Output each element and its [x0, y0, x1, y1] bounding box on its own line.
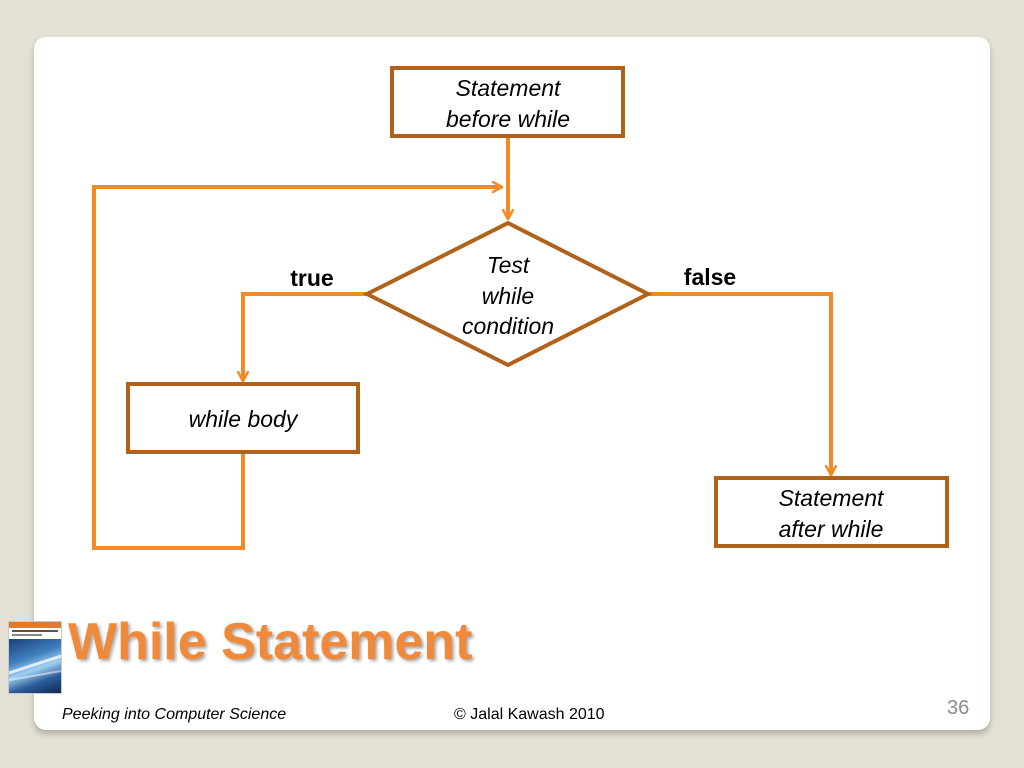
node-label-after-line1: Statement [779, 485, 885, 511]
node-label-test-line1: Test [487, 252, 531, 278]
edge-body-loop-back [92, 187, 502, 550]
slide-title: While Statement [68, 613, 473, 671]
footer-book-title: Peeking into Computer Science [62, 706, 287, 723]
node-label-before-line1: Statement [456, 75, 562, 101]
node-statement-after-while [714, 476, 949, 548]
edge-test-false-to-after [648, 292, 831, 475]
node-while-body [126, 382, 360, 454]
node-test-while-condition [362, 220, 653, 368]
node-label-test-line2: while [482, 283, 534, 309]
footer-copyright: © Jalal Kawash 2010 [454, 706, 605, 723]
node-label-after-line2: after while [779, 516, 884, 542]
node-statement-before-while [390, 66, 625, 138]
node-label-test-line3: condition [462, 313, 554, 339]
edge-label-false: false [684, 264, 736, 290]
slide-page-number: 36 [947, 697, 970, 719]
edge-test-true-to-body [243, 292, 367, 381]
node-label-body: while body [189, 406, 299, 432]
book-cover-thumbnail [8, 621, 62, 694]
node-label-before-line2: before while [446, 106, 570, 132]
edge-label-true: true [290, 265, 333, 291]
